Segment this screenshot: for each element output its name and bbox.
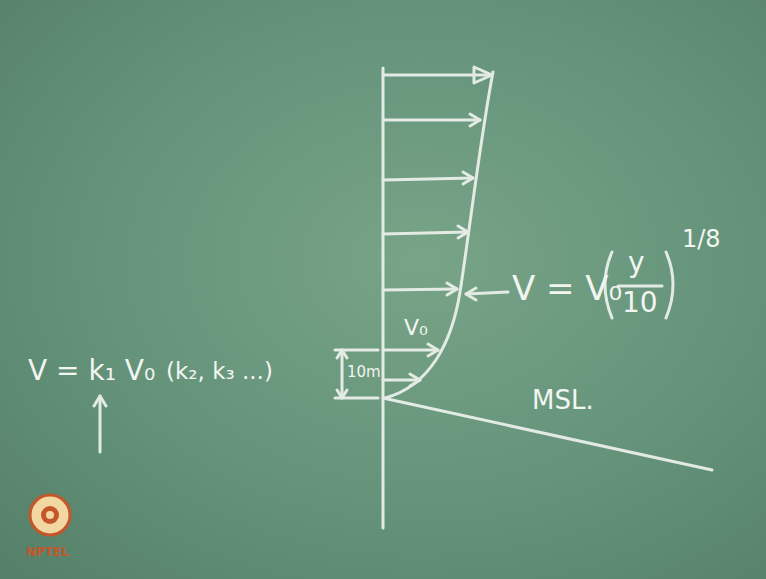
formula-text: V = V₀ bbox=[512, 270, 622, 307]
reference-velocity: V₀ bbox=[404, 316, 428, 340]
formula-numerator: y bbox=[628, 248, 645, 279]
formula-exponent: 1/8 bbox=[682, 226, 721, 252]
formula-denominator: 10 bbox=[622, 288, 658, 319]
formula-text: V = k₁ V₀ bbox=[28, 356, 155, 387]
dimension-label: 10m bbox=[347, 364, 381, 381]
velocity-arrows bbox=[383, 67, 492, 386]
pointer-arrow bbox=[94, 396, 106, 452]
parenthesis bbox=[666, 252, 673, 318]
height-axis bbox=[382, 68, 385, 528]
ground-label: MSL. bbox=[532, 386, 594, 415]
leader-arrow bbox=[466, 288, 508, 300]
formula-factors: (k₂, k₃ ...) bbox=[166, 359, 273, 384]
logo-text: NPTEL bbox=[26, 546, 69, 559]
logo-emblem bbox=[30, 495, 70, 535]
